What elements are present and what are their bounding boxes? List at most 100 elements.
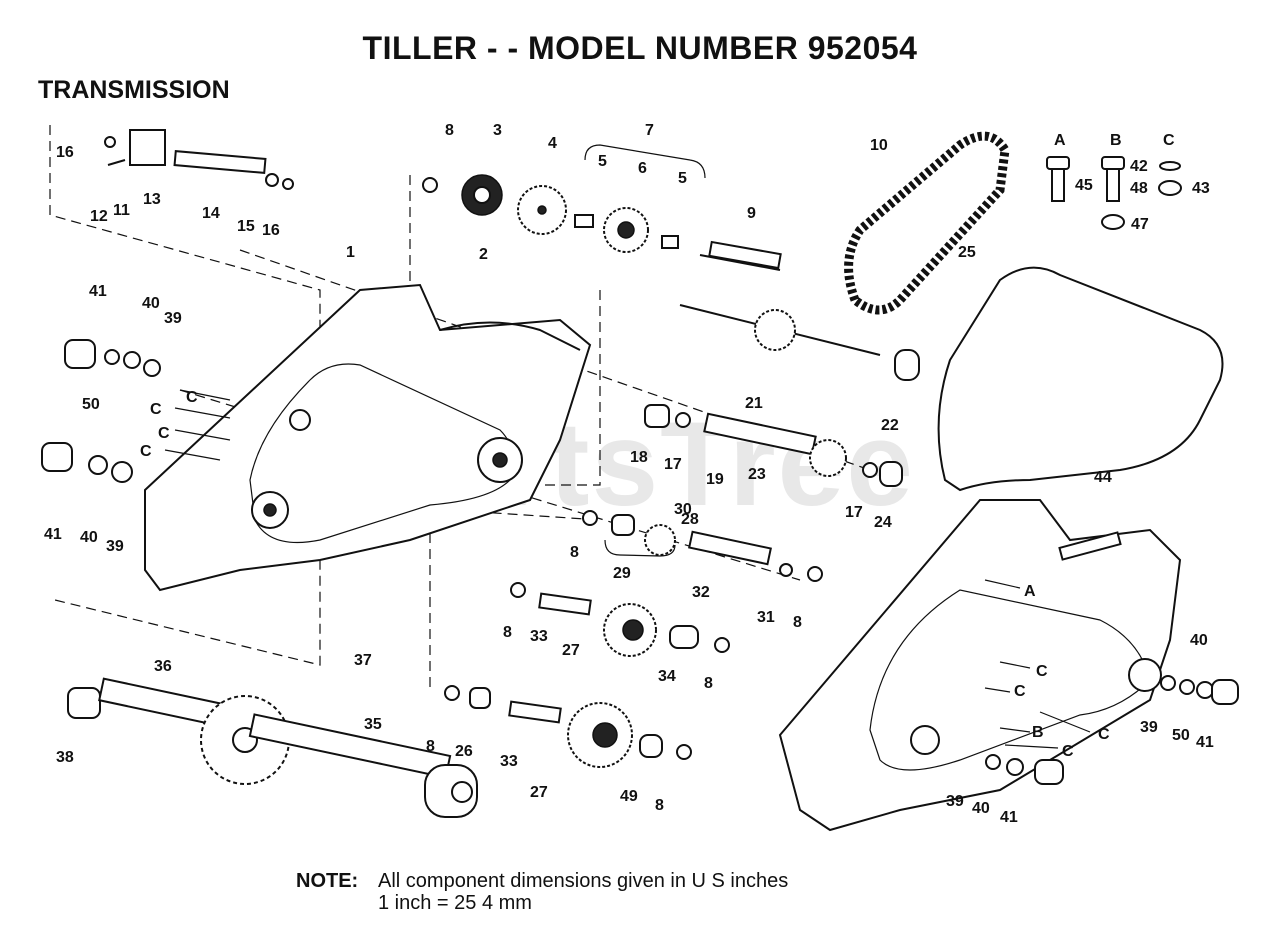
- callout-24: 24: [874, 514, 892, 531]
- callout-1: 1: [346, 244, 355, 261]
- ref-c: C: [1098, 726, 1110, 743]
- callout-16: 16: [56, 144, 74, 161]
- callout-41: 41: [89, 283, 107, 300]
- hardware-letter-b: B: [1110, 132, 1122, 149]
- callout-45: 45: [1075, 177, 1093, 194]
- callout-31: 31: [757, 609, 775, 626]
- callout-43: 43: [1192, 180, 1210, 197]
- callout-17: 17: [845, 504, 863, 521]
- callout-labels: 16 12 11 13 14 15 16 8 3 4 5 6 7 5 9 10 …: [44, 122, 1214, 826]
- callout-8: 8: [704, 675, 713, 692]
- drive-chain: [844, 131, 1010, 315]
- callout-48: 48: [1130, 180, 1148, 197]
- reference-arrows: [164, 389, 1091, 749]
- hardware-letter-c: C: [1163, 132, 1175, 149]
- callout-2: 2: [479, 246, 488, 263]
- tine-shaft-assembly: [67, 677, 478, 818]
- callout-47: 47: [1131, 216, 1149, 233]
- ref-c: C: [140, 443, 152, 460]
- ref-c: C: [1062, 743, 1074, 760]
- callout-50: 50: [82, 396, 100, 413]
- callout-4: 4: [548, 135, 557, 152]
- callout-8: 8: [503, 624, 512, 641]
- callout-14: 14: [202, 205, 220, 222]
- callout-16: 16: [262, 222, 280, 239]
- ref-c: C: [186, 389, 198, 406]
- gasket: [937, 266, 1224, 492]
- note-box: NOTE:All component dimensions given in U…: [296, 870, 788, 914]
- callout-5: 5: [598, 153, 607, 170]
- ref-a: A: [1024, 583, 1036, 600]
- callout-32: 32: [692, 584, 710, 601]
- callout-5: 5: [678, 170, 687, 187]
- callout-29: 29: [613, 565, 631, 582]
- lower-gears: [444, 582, 730, 768]
- callout-41: 41: [1196, 734, 1214, 751]
- callout-7: 7: [645, 122, 654, 139]
- note-label: NOTE:: [296, 870, 359, 892]
- middle-shafts: [582, 304, 920, 582]
- callout-41: 41: [1000, 809, 1018, 826]
- callout-33: 33: [530, 628, 548, 645]
- callout-9: 9: [747, 205, 756, 222]
- callout-39: 39: [164, 310, 182, 327]
- callout-49: 49: [620, 788, 638, 805]
- callout-41: 41: [44, 526, 62, 543]
- hardware-legend: A B C: [1046, 132, 1182, 230]
- callout-40: 40: [1190, 632, 1208, 649]
- callout-40: 40: [80, 529, 98, 546]
- hardware-letter-a: A: [1054, 132, 1066, 149]
- ref-c: C: [158, 425, 170, 442]
- callout-33: 33: [500, 753, 518, 770]
- callout-12: 12: [90, 208, 108, 225]
- callout-35: 35: [364, 716, 382, 733]
- callout-15: 15: [237, 218, 255, 235]
- callout-39: 39: [946, 793, 964, 810]
- callout-23: 23: [748, 466, 766, 483]
- page-title: TILLER - - MODEL NUMBER 952054: [362, 30, 918, 66]
- upper-left-shaft: [104, 129, 294, 190]
- callout-13: 13: [143, 191, 161, 208]
- callout-28: 28: [681, 511, 699, 528]
- upper-sprockets: [422, 174, 782, 271]
- ref-c: C: [1036, 663, 1048, 680]
- callout-17: 17: [664, 456, 682, 473]
- callout-11: 11: [113, 202, 130, 219]
- callout-39: 39: [106, 538, 124, 555]
- callout-18: 18: [630, 449, 648, 466]
- callout-37: 37: [354, 652, 372, 669]
- ref-c: C: [1014, 683, 1026, 700]
- right-bearings: [985, 675, 1239, 785]
- note-line-2: 1 inch = 25 4 mm: [378, 892, 532, 914]
- callout-8: 8: [793, 614, 802, 631]
- gearcase-right-half: [778, 499, 1182, 832]
- callout-8: 8: [445, 122, 454, 139]
- callout-10: 10: [870, 137, 888, 154]
- callout-39: 39: [1140, 719, 1158, 736]
- bracket-29: [604, 539, 676, 557]
- callout-3: 3: [493, 122, 502, 139]
- callout-42: 42: [1130, 158, 1148, 175]
- callout-38: 38: [56, 749, 74, 766]
- callout-8: 8: [426, 738, 435, 755]
- left-bearings: [41, 339, 161, 483]
- callout-44: 44: [1094, 469, 1112, 486]
- gearcase-left-half: [144, 283, 592, 592]
- callout-21: 21: [745, 395, 763, 412]
- callout-34: 34: [658, 668, 676, 685]
- callout-36: 36: [154, 658, 172, 675]
- callout-26: 26: [455, 743, 473, 760]
- callout-30: 30: [674, 501, 692, 518]
- callout-25: 25: [958, 244, 976, 261]
- callout-40: 40: [972, 800, 990, 817]
- bracket-7: [584, 144, 706, 179]
- callout-27: 27: [562, 642, 580, 659]
- ref-b: B: [1032, 724, 1044, 741]
- ref-c: C: [150, 401, 162, 418]
- callout-27: 27: [530, 784, 548, 801]
- callout-8: 8: [655, 797, 664, 814]
- callout-6: 6: [638, 160, 647, 177]
- section-title: TRANSMISSION: [38, 76, 230, 104]
